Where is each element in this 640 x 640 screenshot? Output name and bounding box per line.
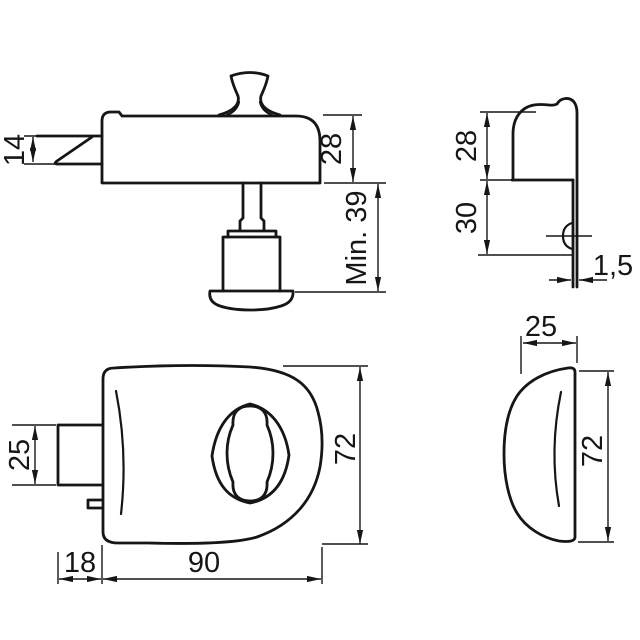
dim-label-body-width: 90 [188,547,220,579]
side-highlight-crease [553,390,563,508]
bolt-tab-detail [86,498,104,510]
thumb-knob-profile [217,71,282,117]
thumb-turn-rosette [210,402,291,505]
dim-label-body-height: 72 [577,435,609,467]
extension-lines [478,111,572,256]
cylinder-stem [238,181,266,233]
dim-label-cover-depth: 28 [451,130,483,162]
cylinder-body [221,235,282,293]
dim-label-bolt-offset: 18 [64,547,96,579]
body-side-outline [502,366,577,543]
view-rear-profile: 28 30 1,5 [451,97,633,289]
latch-bolt-front [56,423,104,487]
dim-label-plate-height: 30 [451,202,483,234]
cover-profile-outline [511,97,579,289]
view-side-profile: 25 72 [502,311,614,543]
thumb-knob-fillets [225,100,274,117]
lock-body-outline [101,364,324,545]
dim-label-body-height: 72 [330,433,362,465]
dim-label-body-depth: 25 [525,311,557,343]
body-highlight-crease [114,389,125,516]
lock-case-outline [100,110,322,185]
extension-lines [24,114,386,293]
extension-lines [520,336,614,543]
view-plan-lock-top: 14 28 Min. 39 [0,71,386,312]
view-front-lock-body: 25 18 90 72 [4,364,368,584]
dim-label-case-depth: 28 [316,133,348,165]
cylinder-ring-cap [208,289,295,312]
dim-label-cylinder-min: Min. 39 [341,190,373,285]
thumb-turn-grip [225,404,275,503]
extension-lines [12,365,368,584]
cylinder-step-plate [226,229,278,239]
latch-bolt-plan [35,134,104,166]
dim-label-bolt-depth: 14 [0,134,31,166]
dim-label-bolt-height: 25 [4,439,36,471]
dim-label-plate-thickness: 1,5 [593,250,633,282]
